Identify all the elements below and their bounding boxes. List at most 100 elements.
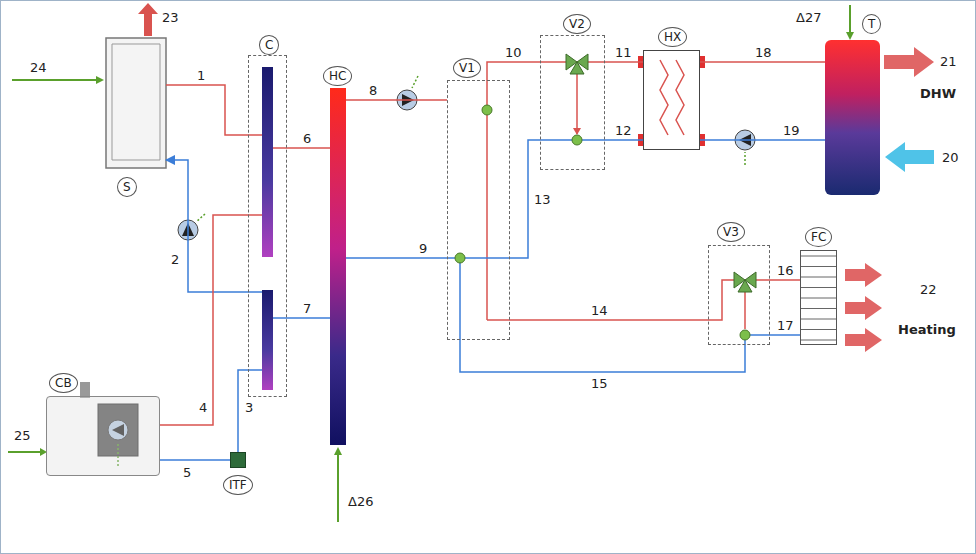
- radiator-fins: [801, 256, 836, 340]
- pipe-number: 7: [302, 301, 312, 316]
- hydraulic-column: HC: [330, 88, 346, 445]
- boiler-pipe: [112, 44, 113, 160]
- pipe-number: 17: [776, 318, 795, 333]
- exchanger-bar: [262, 67, 273, 257]
- biomass-boiler: CB: [46, 396, 160, 476]
- radiator-fin: [801, 298, 836, 299]
- callout-number: Δ26: [348, 494, 373, 509]
- fan-coil: FC: [800, 250, 837, 345]
- callout-number: 24: [30, 60, 47, 75]
- pipe-connector: [487, 62, 540, 80]
- radiator-fin: [801, 308, 836, 309]
- component-label: V1: [453, 58, 481, 78]
- pump-symbol: [108, 90, 755, 440]
- pipe-connector: [166, 85, 248, 135]
- input-arrow: [849, 5, 851, 32]
- pipe-connector: [605, 139, 643, 141]
- pipe-number: 8: [368, 83, 378, 98]
- pipe-number: 4: [198, 400, 208, 415]
- component-label: S: [117, 177, 137, 197]
- condenser-group: C: [248, 55, 287, 397]
- callout-number: 23: [162, 10, 179, 25]
- input-arrow: [96, 76, 104, 84]
- pipe-connector: [160, 459, 230, 461]
- pipe-number: 6: [302, 131, 312, 146]
- input-arrow: [334, 447, 342, 455]
- callout-number: 22: [920, 282, 937, 297]
- control-signal: [412, 76, 418, 88]
- heat-exchanger: HX: [643, 50, 700, 150]
- input-arrow: [8, 451, 40, 453]
- input-arrow: [337, 455, 339, 522]
- pipe-stub: [248, 369, 262, 371]
- output-arrow: [845, 296, 882, 320]
- radiator-fin: [801, 256, 836, 257]
- filter-box: ITF: [230, 452, 246, 468]
- flow-arrow: [573, 128, 581, 135]
- junction-dot: [740, 330, 750, 340]
- control-signal: [118, 76, 745, 466]
- junction-dot: [482, 105, 492, 115]
- pipe-connector: [770, 279, 800, 281]
- pipe-number: 3: [244, 400, 254, 415]
- pipe-number: 12: [614, 123, 633, 138]
- boiler-body: [106, 38, 166, 168]
- radiator-fin: [801, 287, 836, 288]
- pipe-stub: [248, 214, 262, 216]
- callout-number: DHW: [920, 86, 956, 101]
- pipe-connector: [770, 334, 800, 336]
- valve-symbol: [570, 62, 584, 74]
- valve-symbol: [738, 280, 752, 292]
- component-label: HC: [323, 66, 352, 86]
- boiler: S: [106, 38, 166, 168]
- junction-dot: [455, 253, 465, 263]
- component-label: C: [259, 35, 279, 55]
- pipe-stub: [273, 317, 287, 319]
- pipe-number: 18: [754, 45, 773, 60]
- pipe-connector: [346, 257, 447, 259]
- pipe-connector: [700, 139, 825, 141]
- exchanger-coil: [676, 60, 684, 135]
- pipe-connector: [166, 160, 248, 292]
- pipe-connector: [346, 99, 447, 101]
- pipe-connector: [287, 317, 330, 319]
- control-signal: [744, 152, 746, 165]
- input-arrow: [12, 79, 96, 81]
- radiator-fin: [801, 329, 836, 330]
- output-arrow: [845, 263, 882, 287]
- pipe-stub: [273, 147, 287, 149]
- callout-number: Heating: [898, 322, 956, 337]
- flue-arrow: [138, 3, 158, 36]
- callout-number: 25: [14, 428, 31, 443]
- radiator-fin: [801, 266, 836, 267]
- junction-dot: [572, 135, 582, 145]
- component-label: FC: [805, 227, 832, 247]
- pipe-number: 1: [196, 68, 206, 83]
- pipe-connector: [460, 340, 745, 372]
- pipe-internal: [744, 288, 746, 329]
- pipe-stub: [248, 291, 262, 293]
- pipe-number: 5: [182, 465, 192, 480]
- component-label: V3: [717, 222, 745, 242]
- radiator-fin: [801, 277, 836, 278]
- exchanger-coil: [660, 60, 668, 135]
- pipe-stub: [248, 134, 262, 136]
- boiler-pipe: [160, 44, 161, 160]
- pipe-internal: [459, 258, 461, 340]
- pipe-internal: [487, 319, 510, 321]
- pipe-number: 19: [782, 123, 801, 138]
- pipe-number: 16: [776, 263, 795, 278]
- pipe-internal: [486, 80, 488, 320]
- pipe-internal: [576, 70, 578, 134]
- component-label: V2: [563, 14, 591, 34]
- pipe-number: 10: [504, 45, 523, 60]
- pipe-number: 11: [614, 45, 633, 60]
- boiler-pipe: [112, 160, 160, 161]
- component-label: ITF: [223, 475, 253, 495]
- pipe-number: 15: [590, 376, 609, 391]
- boiler-pipe: [112, 44, 160, 45]
- valve-group: V3: [708, 245, 770, 345]
- cold-water-arrow: [885, 142, 934, 172]
- storage-tank: T: [825, 40, 880, 195]
